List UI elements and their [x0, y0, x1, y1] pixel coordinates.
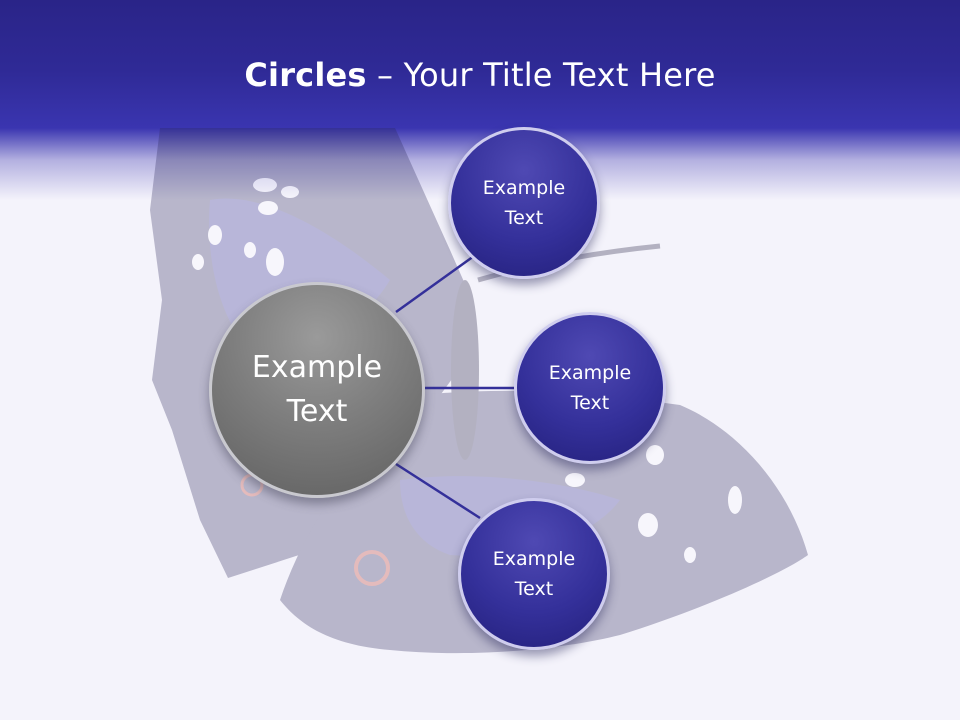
satellite-circle-label: Example Text: [492, 548, 576, 600]
connector-line-bottom: [395, 462, 481, 520]
butterfly-body: [451, 280, 479, 460]
center-circle[interactable]: Example Text: [209, 282, 425, 498]
slide-title: Circles – Your Title Text Here: [0, 52, 960, 98]
satellite-circle-middle[interactable]: Example Text: [514, 312, 666, 464]
satellite-circle-label: Example Text: [548, 362, 632, 414]
title-bold: Circles: [244, 56, 367, 94]
title-rest: – Your Title Text Here: [366, 56, 716, 94]
satellite-circle-label: Example Text: [482, 177, 566, 229]
satellite-circle-bottom[interactable]: Example Text: [458, 498, 610, 650]
satellite-circle-top[interactable]: Example Text: [448, 127, 600, 279]
connector-line-top: [395, 254, 475, 314]
center-circle-label: Example Text: [251, 350, 383, 429]
